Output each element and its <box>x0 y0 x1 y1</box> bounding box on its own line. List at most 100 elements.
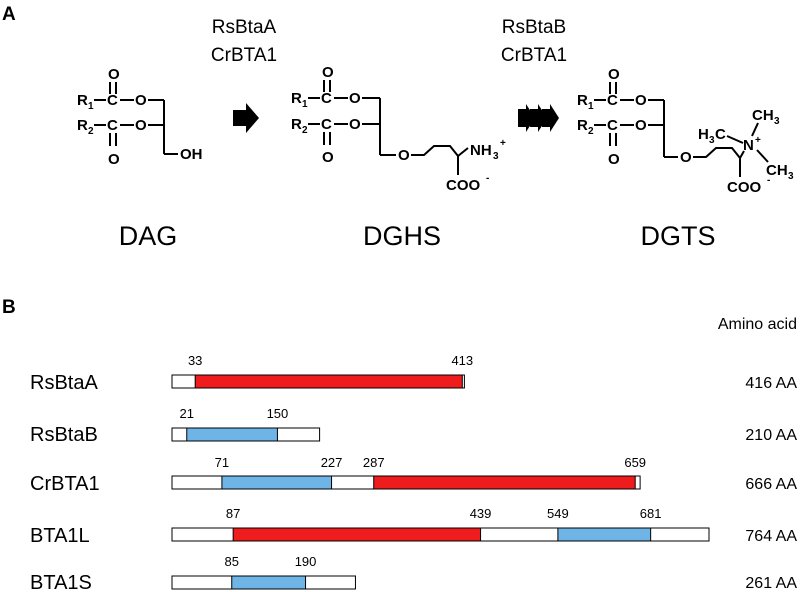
dghs-r-2: R <box>291 116 302 133</box>
svg-text:+: + <box>755 135 761 146</box>
domain-start-label: 33 <box>188 353 202 368</box>
svg-text:-: - <box>767 175 770 186</box>
dgts-nitrogen: N <box>743 137 754 154</box>
svg-text:+: + <box>500 138 506 149</box>
protein-row-rsbtab: RsBtaB 21 150 210 AA <box>30 406 797 446</box>
dghs-c-2: C <box>321 116 332 133</box>
dag-r-2: R <box>77 117 88 134</box>
svg-text:2: 2 <box>88 126 94 137</box>
dag-o-carbonyl-1: O <box>108 66 120 83</box>
dgts-carboxylate: COO <box>727 179 762 196</box>
dgts-methyl-1: H <box>698 126 709 143</box>
dghs-structure: O R 1 C O R 2 C O O O NH 3 + COO - <box>291 64 506 194</box>
domain-end-label: 413 <box>451 353 473 368</box>
compound-dghs: DGHS <box>363 221 441 251</box>
dghs-o-ether: O <box>398 147 410 164</box>
dghs-o-ester-1: O <box>349 90 361 107</box>
dag-c-2: C <box>107 117 118 134</box>
dag-structure: O R 1 C O R 2 C O O OH <box>77 66 203 168</box>
multi-step-arrow <box>518 104 559 132</box>
dgts-c-2: C <box>607 117 618 134</box>
dag-c-1: C <box>107 92 118 109</box>
protein-name: BTA1S <box>30 572 92 592</box>
domain-rows: RsBtaA 33 413 416 AA RsBtaB 21 150 210 AA CrBTA1… <box>30 353 797 592</box>
amino-acid-header: Amino acid <box>718 316 797 333</box>
dghs-o-carbonyl-2: O <box>322 149 334 166</box>
dgts-methyl-2: CH <box>752 107 774 124</box>
step2-enzyme-2: CrBTA1 <box>501 45 567 66</box>
domain-red <box>373 475 636 490</box>
dgts-methyl-3: CH <box>766 162 788 179</box>
protein-length: 416 AA <box>745 375 797 392</box>
compound-dgts: DGTS <box>640 221 715 251</box>
dag-hydroxyl: OH <box>180 146 203 163</box>
dgts-c-1: C <box>607 92 618 109</box>
dgts-r-2: R <box>577 117 588 134</box>
protein-name: BTA1L <box>30 525 90 547</box>
domain-red <box>194 374 463 389</box>
protein-length: 764 AA <box>745 528 797 545</box>
domain-start-label: 71 <box>215 455 229 470</box>
domain-start-label: 21 <box>180 406 194 421</box>
dgts-o-carbonyl-1: O <box>608 66 620 83</box>
protein-row-rsbtaa: RsBtaA 33 413 416 AA <box>30 353 797 394</box>
dghs-c-1: C <box>321 90 332 107</box>
protein-name: CrBTA1 <box>30 473 100 495</box>
svg-text:1: 1 <box>302 99 308 110</box>
domain-blue <box>557 527 652 542</box>
dgts-o-ester-1: O <box>635 92 647 109</box>
protein-length: 261 AA <box>745 575 797 592</box>
dag-r-1: R <box>77 92 88 109</box>
dgts-structure: O R 1 C O R 2 C O O O N + H 3 C CH 3 C <box>577 66 794 196</box>
panel-label-b: B <box>2 297 16 318</box>
single-step-arrow <box>233 103 259 133</box>
svg-text:2: 2 <box>588 126 594 137</box>
dghs-r-1: R <box>291 90 302 107</box>
svg-text:3: 3 <box>709 135 715 146</box>
dgts-o-carbonyl-2: O <box>608 151 620 168</box>
protein-name: RsBtaB <box>30 424 98 446</box>
dghs-carboxylate: COO <box>446 177 481 194</box>
svg-text:3: 3 <box>493 151 499 162</box>
protein-length: 210 AA <box>745 427 797 444</box>
domain-blue <box>221 475 333 490</box>
dag-o-ester-1: O <box>135 92 147 109</box>
domain-red <box>232 527 482 542</box>
domain-blue <box>231 575 307 590</box>
domain-start-label: 85 <box>225 554 239 569</box>
domain-blue <box>186 427 278 442</box>
svg-text:3: 3 <box>788 171 794 182</box>
protein-row-bta1l: BTA1L 87 439 549 681 764 AA <box>30 506 797 547</box>
domain-start-label: 87 <box>226 506 240 521</box>
domain-end-label: 190 <box>295 554 317 569</box>
step2-enzyme-1: RsBtaB <box>502 17 566 38</box>
domain-end-label: 227 <box>321 455 343 470</box>
svg-text:3: 3 <box>774 116 780 127</box>
compound-dag: DAG <box>119 221 178 251</box>
svg-text:2: 2 <box>302 125 308 136</box>
domain-start-label: 549 <box>547 506 569 521</box>
dghs-o-ester-2: O <box>349 116 361 133</box>
panel-label-a: A <box>2 4 16 25</box>
domain-start-label: 287 <box>363 455 385 470</box>
dgts-r-1: R <box>577 92 588 109</box>
svg-text:C: C <box>715 126 726 143</box>
protein-row-bta1s: BTA1S 85 190 261 AA <box>30 554 797 592</box>
dghs-o-carbonyl-1: O <box>322 64 334 81</box>
svg-text:-: - <box>486 173 489 184</box>
domain-end-label: 439 <box>470 506 492 521</box>
domain-end-label: 681 <box>640 506 662 521</box>
dag-o-ester-2: O <box>135 117 147 134</box>
protein-length: 666 AA <box>745 476 797 493</box>
protein-name: RsBtaA <box>30 372 98 394</box>
svg-text:1: 1 <box>88 101 94 112</box>
step1-enzyme-2: CrBTA1 <box>211 45 277 66</box>
svg-text:1: 1 <box>588 101 594 112</box>
step1-enzyme-1: RsBtaA <box>212 17 277 38</box>
dgts-o-ester-2: O <box>635 117 647 134</box>
domain-end-label: 150 <box>267 406 289 421</box>
dghs-amine: NH <box>470 142 492 159</box>
dgts-o-ether: O <box>680 149 692 166</box>
